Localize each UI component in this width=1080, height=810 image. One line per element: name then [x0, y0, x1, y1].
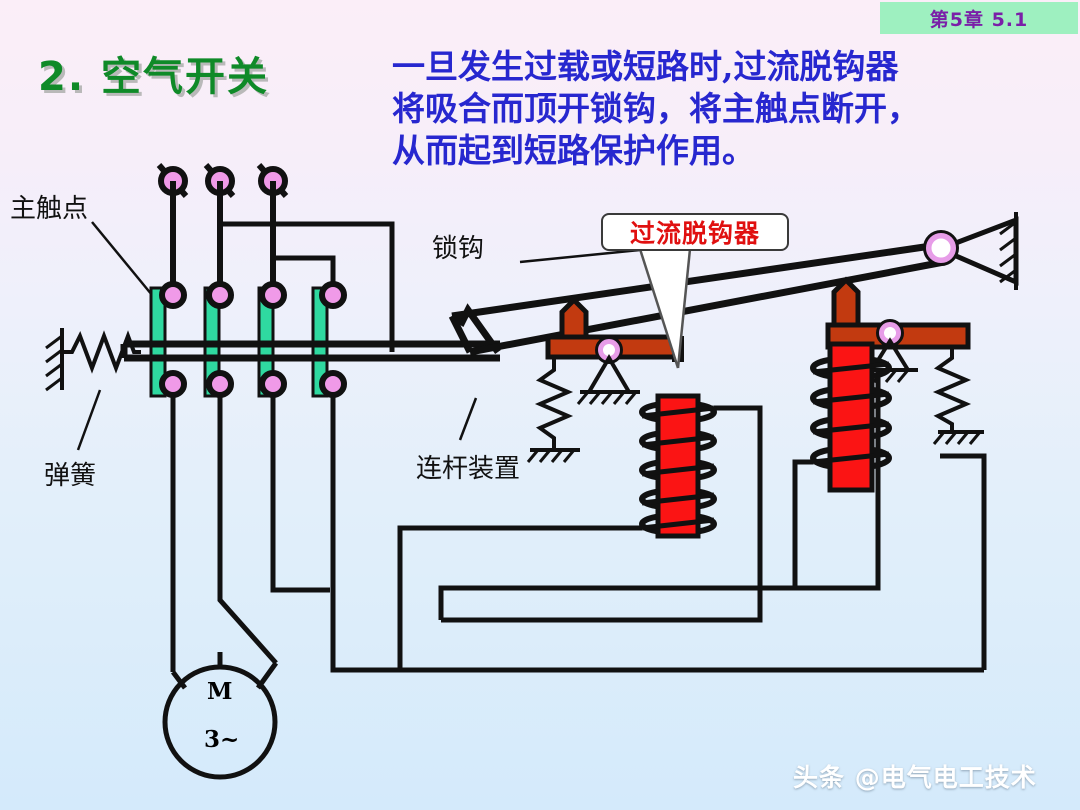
overcurrent-release-callout: 过流脱钩器 — [601, 213, 789, 251]
chapter-badge: 第5章 5.1 — [880, 2, 1078, 34]
supply-terminals — [156, 163, 289, 293]
main-contact-assembly — [149, 281, 347, 398]
terminal-3 — [256, 163, 289, 293]
overcurrent-release-callout-label: 过流脱钩器 — [629, 219, 760, 248]
right-release-mechanism — [810, 276, 984, 493]
label-linkage-device: 连杆装置 — [416, 454, 521, 484]
body-line-2: 将吸合而顶开锁钩，将主触点断开， — [392, 89, 920, 128]
wiring-harness — [170, 372, 987, 673]
linkage-crossbar — [120, 340, 500, 362]
body-paragraph: 一旦发生过载或短路时,过流脱钩器 将吸合而顶开锁钩，将主触点断开， 从而起到短路… — [392, 46, 1062, 172]
page-title: 2. 空气开关 — [38, 54, 269, 100]
upper-tap-wires — [220, 221, 395, 352]
terminal-2 — [203, 163, 236, 293]
label-latch-hook: 锁钩 — [432, 234, 485, 264]
motor-phase-label: 3~ — [204, 726, 240, 753]
chapter-badge-label: 第5章 5.1 — [929, 8, 1029, 31]
arm-pivot-bracket — [923, 212, 1019, 290]
left-wall-anchor — [45, 328, 64, 392]
motor-symbol — [162, 652, 279, 780]
motor-letter: M — [207, 678, 233, 705]
label-main-contact: 主触点 — [10, 194, 89, 224]
body-line-1: 一旦发生过载或短路时,过流脱钩器 — [392, 47, 899, 86]
center-solenoid — [639, 393, 717, 539]
watermark: 头条 @电气电工技术 — [793, 763, 1037, 792]
label-spring: 弹簧 — [44, 461, 97, 491]
body-line-3: 从而起到短路保护作用。 — [392, 131, 755, 170]
coil-front-strands — [641, 405, 715, 531]
terminal-1 — [156, 163, 189, 293]
